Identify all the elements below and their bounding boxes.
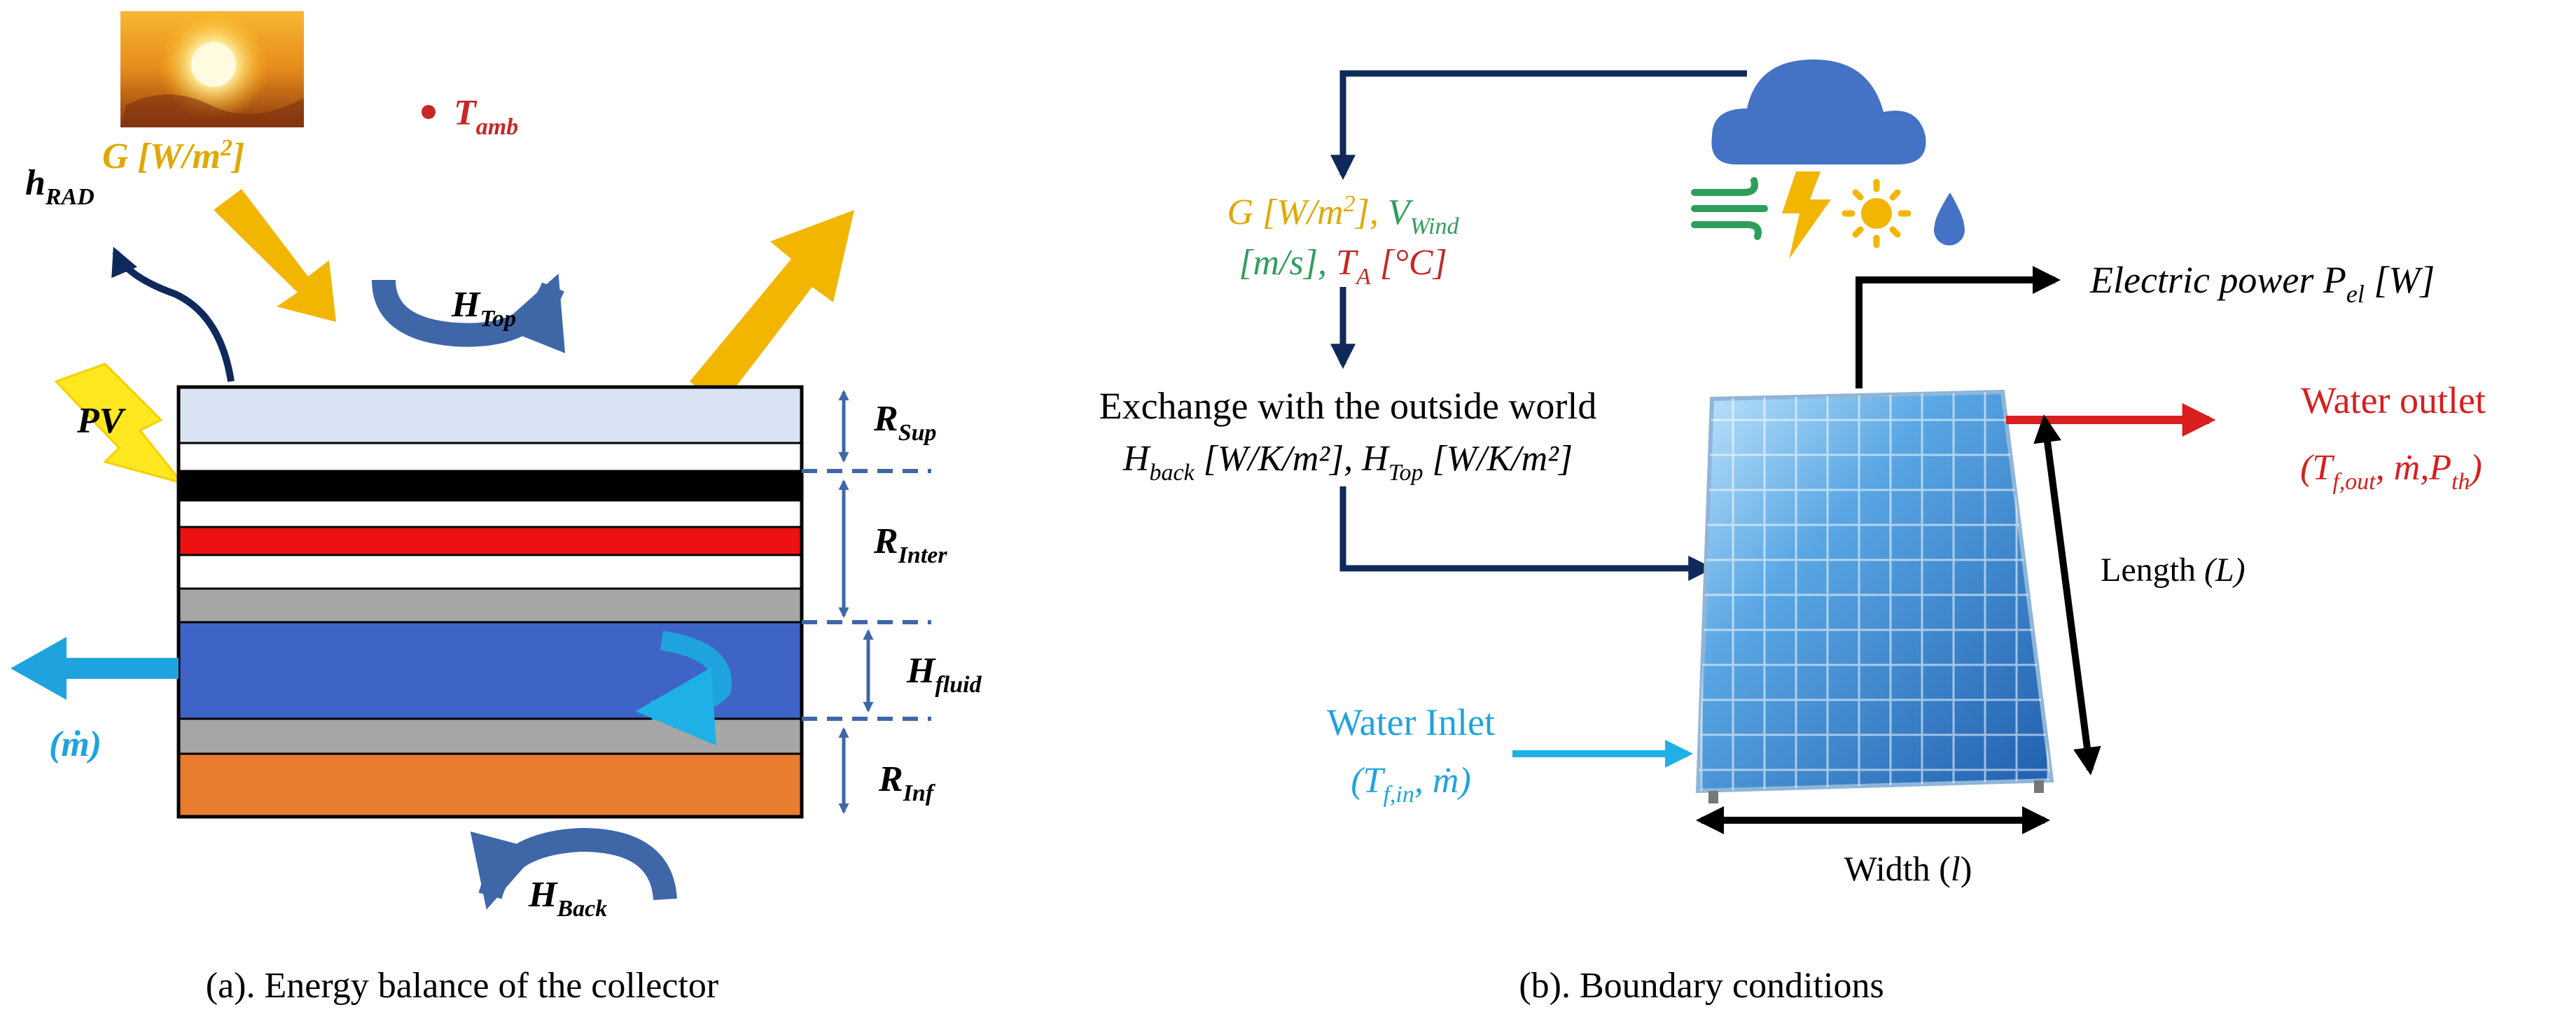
eva-layer-2 bbox=[177, 554, 803, 590]
length-arrow bbox=[2033, 414, 2101, 775]
wind-icon bbox=[1691, 177, 1768, 240]
electric-power-label: Electric power Pel [W] bbox=[2089, 259, 2435, 308]
mass-flow-arrow bbox=[11, 637, 179, 700]
r-sup-label: RSup bbox=[873, 399, 937, 446]
width-label: Width (l) bbox=[1844, 849, 1972, 888]
lightning-icon bbox=[1782, 171, 1831, 259]
sun-icon bbox=[1842, 178, 1912, 248]
air-gap-layer bbox=[177, 442, 803, 472]
insulation-layer bbox=[177, 752, 803, 818]
inputs-line-1: G [W/m2], VWind bbox=[1227, 191, 1459, 239]
fluid-swirl-icon bbox=[635, 631, 732, 746]
pv-lightning-icon bbox=[54, 363, 186, 485]
radiation-arrow bbox=[111, 246, 235, 382]
absorber-bottom-layer bbox=[177, 717, 803, 755]
h-fluid-label: Hfluid bbox=[906, 651, 982, 698]
h-back-label: HBack bbox=[528, 875, 607, 922]
water-outlet-vars: (Tf,out, ṁ,Pth) bbox=[2300, 448, 2482, 495]
water-outlet-title: Water outlet bbox=[2301, 379, 2486, 421]
panel-a: G [W/m2] Tamb hRAD HTop PV bbox=[11, 8, 982, 1006]
weather-icon bbox=[1691, 59, 1965, 259]
weather-to-inputs-line bbox=[1330, 70, 1747, 181]
radiation-label: hRAD bbox=[25, 163, 95, 210]
pv-cell-layer bbox=[179, 471, 802, 500]
red-layer bbox=[177, 526, 803, 556]
eva-layer-1 bbox=[177, 499, 803, 528]
collector-layers bbox=[176, 385, 804, 819]
sun-image bbox=[120, 8, 304, 127]
inputs-line-2: [m/s], TA [°C] bbox=[1239, 243, 1447, 290]
solar-panel bbox=[1695, 389, 2054, 803]
exchange-to-panel-line bbox=[1339, 486, 1714, 581]
exchange-coefficients: Hback [W/K/m²], HTop [W/K/m²] bbox=[1122, 439, 1573, 486]
h-back-arrow bbox=[470, 827, 677, 910]
electric-power-line bbox=[1856, 266, 2061, 388]
ambient-dot bbox=[422, 105, 436, 119]
r-inf-label: RInf bbox=[878, 759, 936, 806]
h-top-label: HTop bbox=[451, 285, 516, 332]
mass-flow-label: (ṁ) bbox=[49, 724, 102, 764]
pv-label: PV bbox=[76, 401, 127, 441]
panel-b: G [W/m2], VWind [m/s], TA [°C] Exchange … bbox=[1099, 59, 2486, 1006]
irradiance-label: G [W/m2] bbox=[102, 135, 244, 176]
glass-layer bbox=[177, 386, 803, 444]
incoming-irradiance-arrow bbox=[214, 189, 336, 322]
absorber-top-layer bbox=[177, 587, 803, 624]
resistance-dimensions bbox=[802, 390, 931, 814]
r-inter-label: RInter bbox=[873, 521, 947, 568]
length-label: Length (L) bbox=[2101, 551, 2246, 589]
reflected-irradiance-arrow bbox=[690, 210, 854, 406]
water-inlet-title: Water Inlet bbox=[1327, 701, 1495, 743]
exchange-title: Exchange with the outside world bbox=[1099, 385, 1597, 427]
caption-b: (b). Boundary conditions bbox=[1519, 966, 1884, 1006]
h-top-arrow bbox=[372, 274, 565, 353]
ambient-temperature-label: Tamb bbox=[454, 93, 518, 140]
raindrop-icon bbox=[1934, 192, 1965, 246]
water-inlet-vars: (Tf,in, ṁ) bbox=[1351, 761, 1471, 808]
caption-a: (a). Energy balance of the collector bbox=[206, 966, 718, 1006]
cloud-icon bbox=[1711, 59, 1926, 164]
